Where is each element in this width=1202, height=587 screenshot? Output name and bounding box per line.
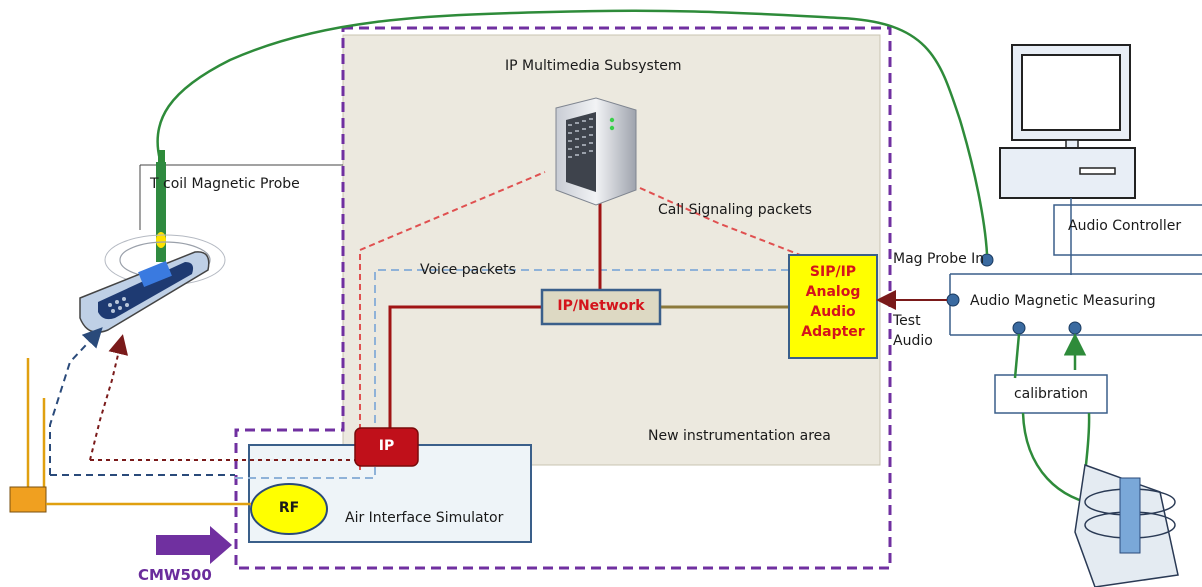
adapter-line-1: SIP/IP xyxy=(809,264,857,280)
audio-controller-label: Audio Controller xyxy=(1068,218,1182,234)
adapter-line-4: Adapter xyxy=(801,324,865,340)
voice-packets-label: Voice packets xyxy=(420,262,516,278)
adapter-line-2: Analog xyxy=(805,284,861,300)
call-signaling-label: Call Signaling packets xyxy=(658,202,812,218)
air-interface-label: Air Interface Simulator xyxy=(345,510,504,526)
ip-box xyxy=(354,427,419,467)
mag-probe-in-label: Mag Probe In xyxy=(893,251,985,267)
rf-label: RF xyxy=(278,500,300,516)
rf-ellipse xyxy=(250,483,328,535)
probe-cable xyxy=(156,9,989,255)
cmw500-label: CMW500 xyxy=(138,566,212,584)
server-icon xyxy=(555,97,637,206)
tcoil-probe-label: T coil Magnetic Probe xyxy=(150,176,300,192)
source-box xyxy=(9,486,47,513)
voice-packets-line xyxy=(235,269,789,479)
ip-box-label: IP xyxy=(378,438,395,454)
test-audio-label-1: Test xyxy=(893,313,921,329)
test-audio-label-2: Audio xyxy=(893,333,933,349)
ims-title: IP Multimedia Subsystem xyxy=(505,58,682,74)
ip-network-box xyxy=(540,288,662,326)
adapter-line-3: Audio xyxy=(810,304,856,320)
arrow-icon xyxy=(156,526,232,564)
signaling-line-right xyxy=(639,187,809,259)
coil-icon xyxy=(1074,463,1179,587)
calibration-label: calibration xyxy=(1013,386,1089,402)
phone-icon xyxy=(79,234,226,333)
new-area-label: New instrumentation area xyxy=(648,428,831,444)
audio-magnetic-measuring-label: Audio Magnetic Measuring xyxy=(970,293,1156,309)
signaling-line-left xyxy=(359,171,546,470)
computer-icon xyxy=(999,44,1136,199)
ip-network-label: IP/Network xyxy=(557,298,645,314)
ims-area xyxy=(342,34,881,466)
instrumentation-boundary xyxy=(234,26,892,570)
